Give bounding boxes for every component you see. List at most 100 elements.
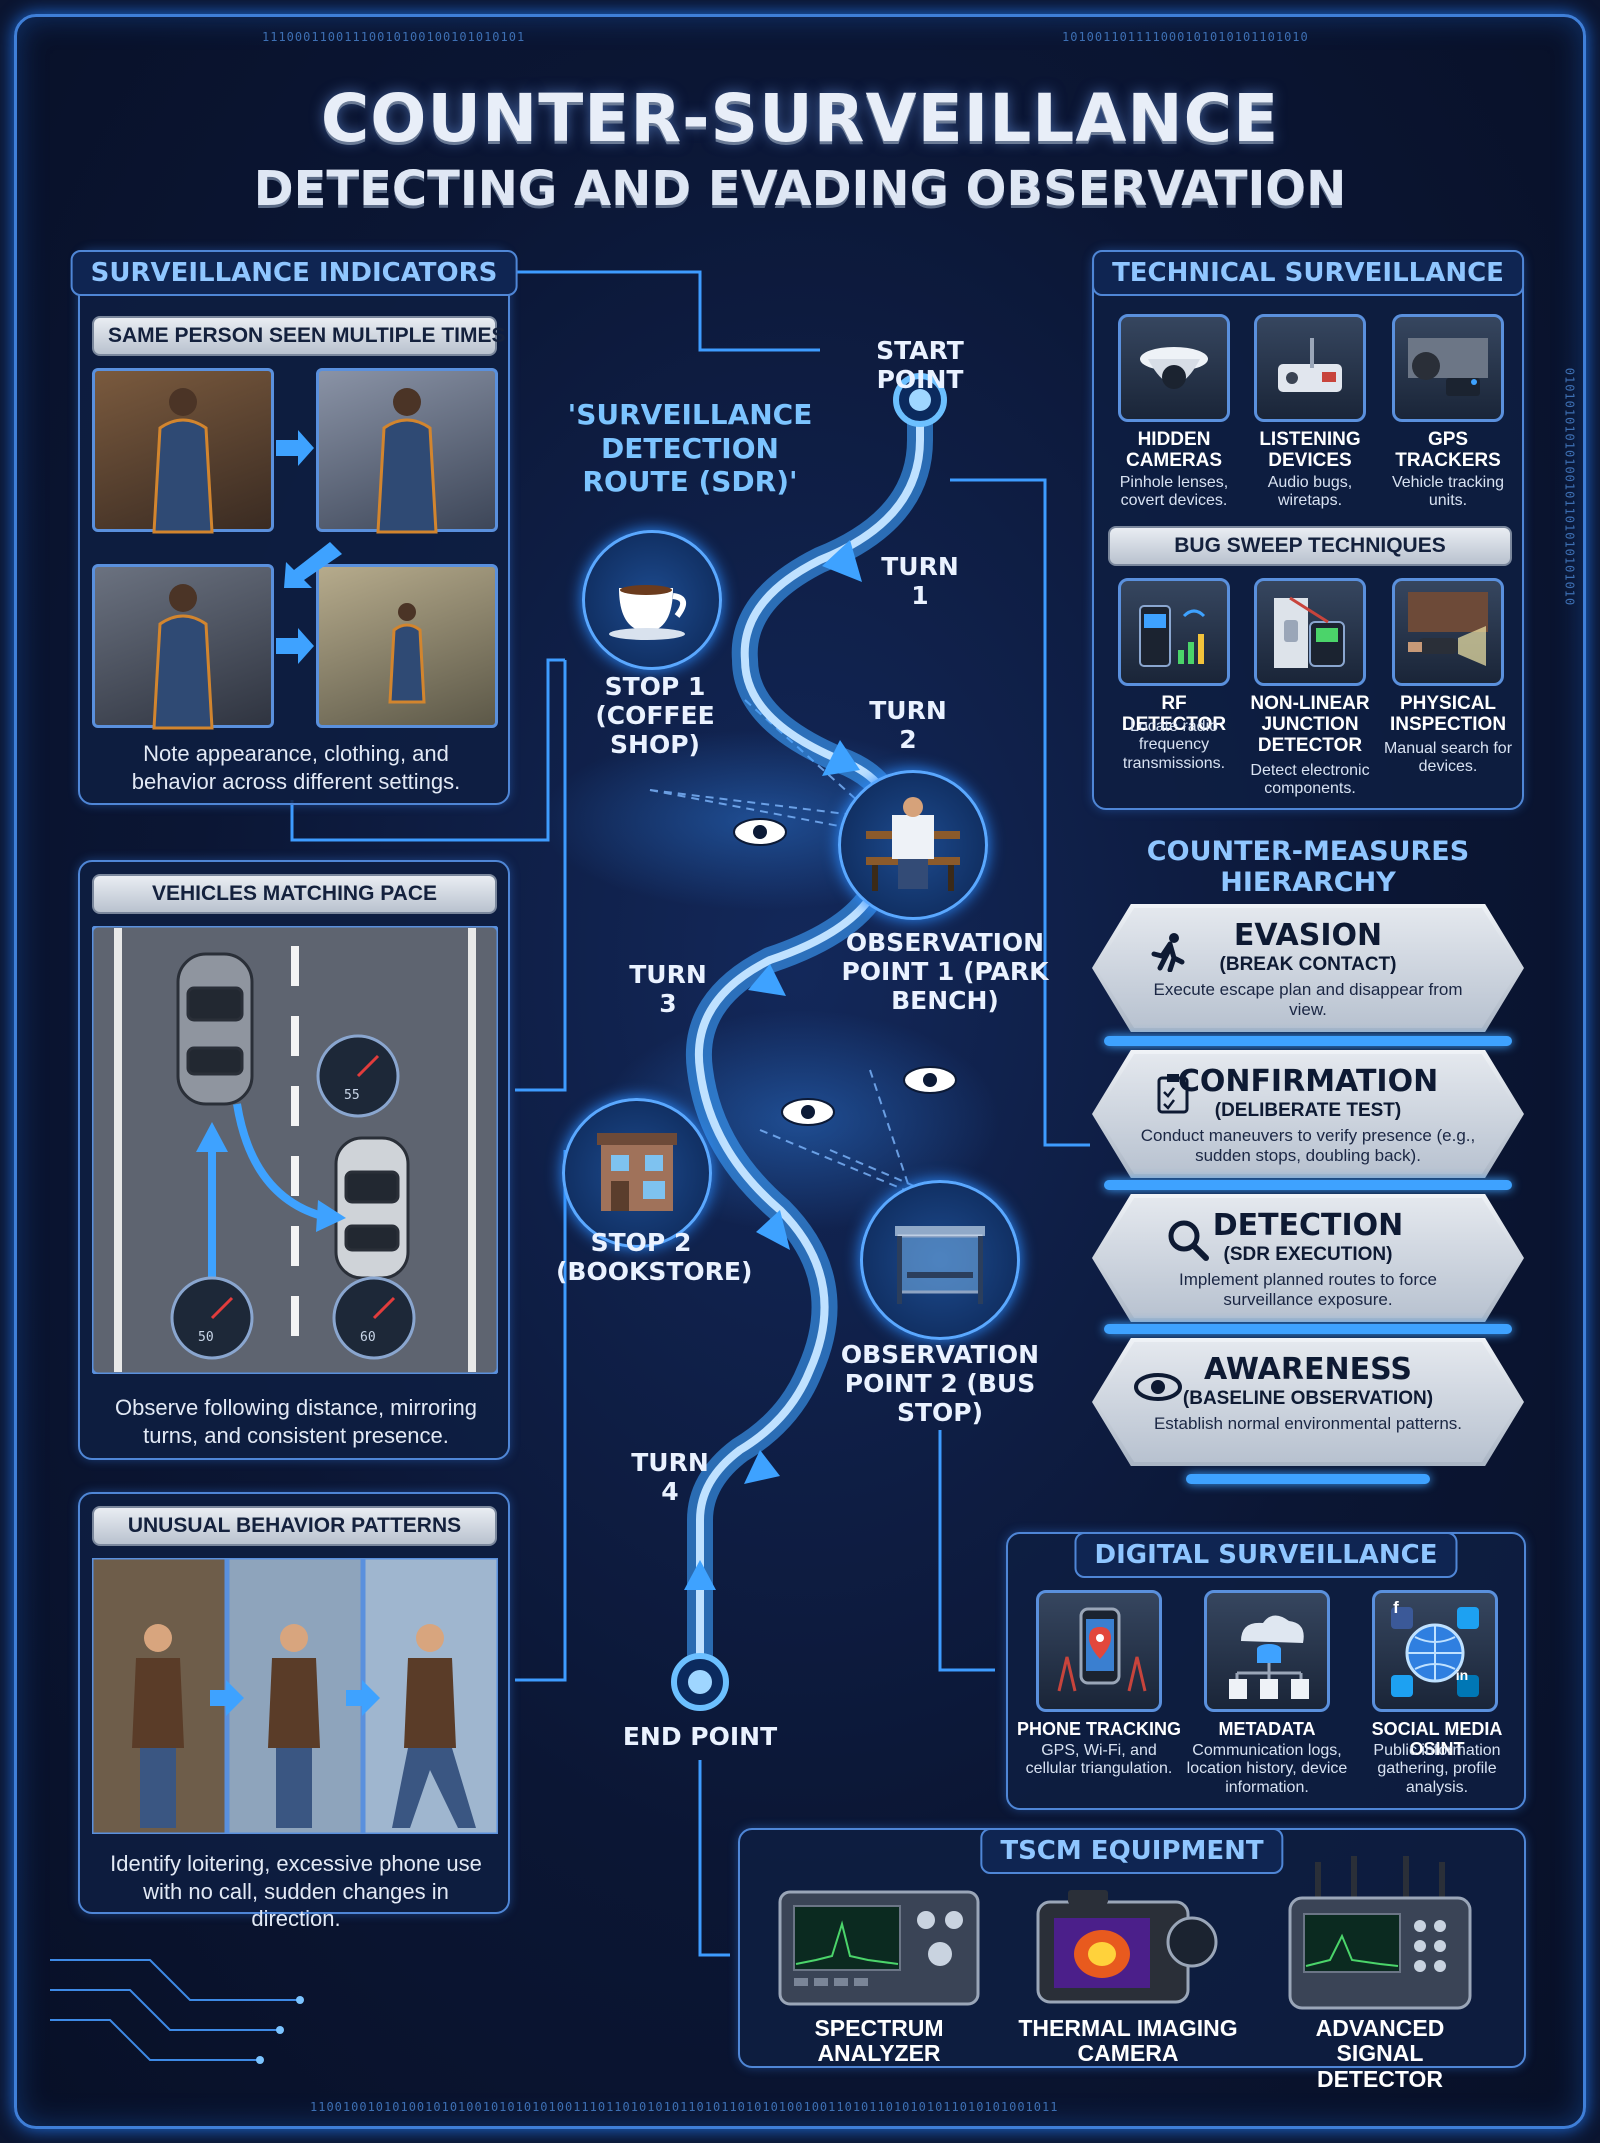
observation-point-1-label: OBSERVATION POINT 1 (PARK BENCH) — [841, 928, 1049, 1015]
running-person-icon — [1151, 933, 1185, 972]
hierarchy-header: COUNTER-MEASURES HIERARCHY — [1146, 836, 1470, 898]
spectrum-analyzer-label: SPECTRUM ANALYZER — [814, 2015, 944, 2067]
bug-sweep-subhead: BUG SWEEP TECHNIQUES — [1108, 526, 1512, 566]
coffee-shop-icon — [582, 530, 722, 670]
physical-inspection-desc: Manual search for devices. — [1383, 740, 1513, 776]
signal-detector-label: ADVANCED SIGNAL DETECTOR — [1315, 2015, 1445, 2092]
metadata-label: METADATA — [1218, 1719, 1316, 1739]
binary-bottom: 1100100101010010101001010101010011101101… — [310, 2100, 1059, 2114]
phone-tracking-label: PHONE TRACKING — [1016, 1719, 1181, 1739]
gps-tracker-icon — [1392, 314, 1504, 422]
awareness-glow — [1186, 1474, 1430, 1484]
rf-detector-icon — [1118, 578, 1230, 686]
confirmation-desc: Conduct maneuvers to verify presence (e.… — [1140, 1126, 1476, 1165]
facebook-letter: f — [1393, 1598, 1399, 1617]
person-figure — [152, 388, 438, 730]
social-osint-label: SOCIAL MEDIA OSINT — [1371, 1719, 1503, 1759]
turn-4-label: TURN 4 — [631, 1448, 709, 1506]
hierarchy-awareness: AWARENESS (BASELINE OBSERVATION) Establi… — [1092, 1338, 1524, 1466]
confirmation-title: CONFIRMATION — [1177, 1064, 1439, 1099]
binary-top-left: 11100011001110010100100101010101 — [262, 30, 526, 44]
evasion-sub: (BREAK CONTACT) — [1219, 954, 1397, 975]
junction-detector-desc: Detect electronic components. — [1250, 762, 1370, 798]
junction-detector-label: NON-LINEAR JUNCTION DETECTOR — [1250, 693, 1370, 756]
vehicles-caption: Observe following distance, mirroring tu… — [115, 1395, 477, 1448]
bus-stop-icon — [860, 1180, 1020, 1340]
evasion-title: EVASION — [1233, 918, 1383, 953]
clipboard-icon — [1157, 1074, 1189, 1114]
hidden-cameras-label: HIDDEN CAMERAS — [1125, 429, 1223, 471]
linkedin-letters: in — [1455, 1667, 1469, 1683]
bookstore-icon — [562, 1098, 712, 1248]
detection-desc: Implement planned routes to force survei… — [1179, 1270, 1437, 1309]
hidden-camera-icon — [1118, 314, 1230, 422]
vehicles-subhead: VEHICLES MATCHING PACE — [92, 874, 497, 914]
circuit-decoration — [50, 1959, 304, 2064]
speedo-readout-c: 60 — [360, 1330, 376, 1345]
technical-surveillance-panel: TECHNICAL SURVEILLANCE HIDDEN CAMERAS Pi… — [1092, 250, 1524, 810]
stop-1-label: STOP 1 (COFFEE SHOP) — [595, 672, 715, 759]
hierarchy-confirmation: CONFIRMATION (DELIBERATE TEST) Conduct m… — [1092, 1050, 1524, 1178]
awareness-title: AWARENESS — [1204, 1352, 1412, 1387]
social-osint-icon — [1372, 1590, 1498, 1712]
thermal-camera-icon — [1036, 1890, 1218, 2004]
turn-1-label: TURN 1 — [881, 552, 959, 610]
gps-trackers-label: GPS TRACKERS — [1395, 429, 1501, 471]
hidden-cameras-desc: Pinhole lenses, covert devices. — [1119, 474, 1229, 510]
observation-point-2-label: OBSERVATION POINT 2 (BUS STOP) — [840, 1340, 1040, 1427]
evasion-glow — [1104, 1036, 1512, 1046]
binary-top-right: 101001101111000101010101101010 — [1062, 30, 1309, 44]
metadata-icon — [1204, 1590, 1330, 1712]
start-point-label: START POINT — [876, 336, 964, 394]
same-person-caption: Note appearance, clothing, and behavior … — [131, 741, 461, 794]
speedo-readout-b: 50 — [198, 1330, 214, 1345]
title-line-1: COUNTER-SURVEILLANCE — [320, 80, 1280, 157]
listening-devices-desc: Audio bugs, wiretaps. — [1267, 474, 1353, 510]
confirmation-glow — [1104, 1180, 1512, 1190]
road-illustration — [92, 926, 498, 1374]
surveillance-indicators-header: SURVEILLANCE INDICATORS — [70, 250, 518, 296]
junction-detector-icon — [1254, 578, 1366, 686]
tscm-equipment-panel: TSCM EQUIPMENT SPECTRUM ANALYZER THERMAL… — [738, 1828, 1526, 2091]
metadata-desc: Communication logs, location history, de… — [1186, 1742, 1348, 1796]
gps-trackers-desc: Vehicle tracking units. — [1391, 474, 1505, 510]
eye-icon — [1134, 1373, 1182, 1401]
sdr-title: 'SURVEILLANCE DETECTION ROUTE (SDR)' — [567, 398, 813, 499]
rf-detector-desc: Locate radio frequency transmissions. — [1122, 718, 1226, 772]
car-follow — [334, 1136, 410, 1280]
awareness-sub: (BASELINE OBSERVATION) — [1182, 1388, 1434, 1409]
unusual-behavior-panel: UNUSUAL BEHAVIOR PATTERNS Identify loite… — [78, 1492, 510, 1931]
hierarchy-evasion: EVASION (BREAK CONTACT) Execute escape p… — [1092, 904, 1524, 1032]
detection-glow — [1104, 1324, 1512, 1334]
surveillance-indicators-panel: SURVEILLANCE INDICATORS SAME PERSON SEEN… — [70, 250, 518, 805]
person-arrows — [152, 388, 438, 730]
confirmation-sub: (DELIBERATE TEST) — [1214, 1100, 1402, 1121]
title-line-2: DETECTING AND EVADING OBSERVATION — [253, 161, 1347, 217]
detection-sub: (SDR EXECUTION) — [1223, 1244, 1393, 1265]
stop-2-label: STOP 2 (BOOKSTORE) — [556, 1228, 753, 1286]
hierarchy-detection: DETECTION (SDR EXECUTION) Implement plan… — [1092, 1194, 1524, 1322]
vehicles-panel: VEHICLES MATCHING PACE — [78, 860, 510, 1460]
evasion-desc: Execute escape plan and disappear from v… — [1153, 980, 1463, 1019]
detection-title: DETECTION — [1212, 1208, 1404, 1243]
phone-tracking-icon — [1036, 1590, 1162, 1712]
listening-device-icon — [1254, 314, 1366, 422]
unusual-subhead: UNUSUAL BEHAVIOR PATTERNS — [92, 1506, 497, 1546]
car-lead — [176, 952, 254, 1106]
unusual-caption: Identify loitering, excessive phone use … — [110, 1851, 482, 1931]
spectrum-analyzer-icon — [778, 1890, 980, 2006]
turn-2-label: TURN 2 — [869, 696, 947, 754]
magnifier-icon — [1168, 1220, 1209, 1261]
phone-tracking-desc: GPS, Wi-Fi, and cellular triangulation. — [1025, 1742, 1173, 1778]
same-person-subhead: SAME PERSON SEEN MULTIPLE TIMES — [92, 316, 505, 356]
tscm-equipment-header: TSCM EQUIPMENT — [980, 1828, 1284, 1874]
behavior-panels — [92, 1558, 498, 1834]
physical-inspection-icon — [1392, 578, 1504, 686]
awareness-desc: Establish normal environmental patterns. — [1153, 1414, 1463, 1433]
park-bench-icon — [838, 770, 988, 920]
page-title: COUNTER-SURVEILLANCE DETECTING AND EVADI… — [0, 80, 1600, 217]
speedo-readout-a: 55 — [344, 1088, 360, 1103]
social-osint-desc: Public information gathering, profile an… — [1373, 1742, 1501, 1796]
digital-surveillance-header: DIGITAL SURVEILLANCE — [1074, 1532, 1458, 1578]
thermal-camera-label: THERMAL IMAGING CAMERA — [1018, 2015, 1238, 2067]
